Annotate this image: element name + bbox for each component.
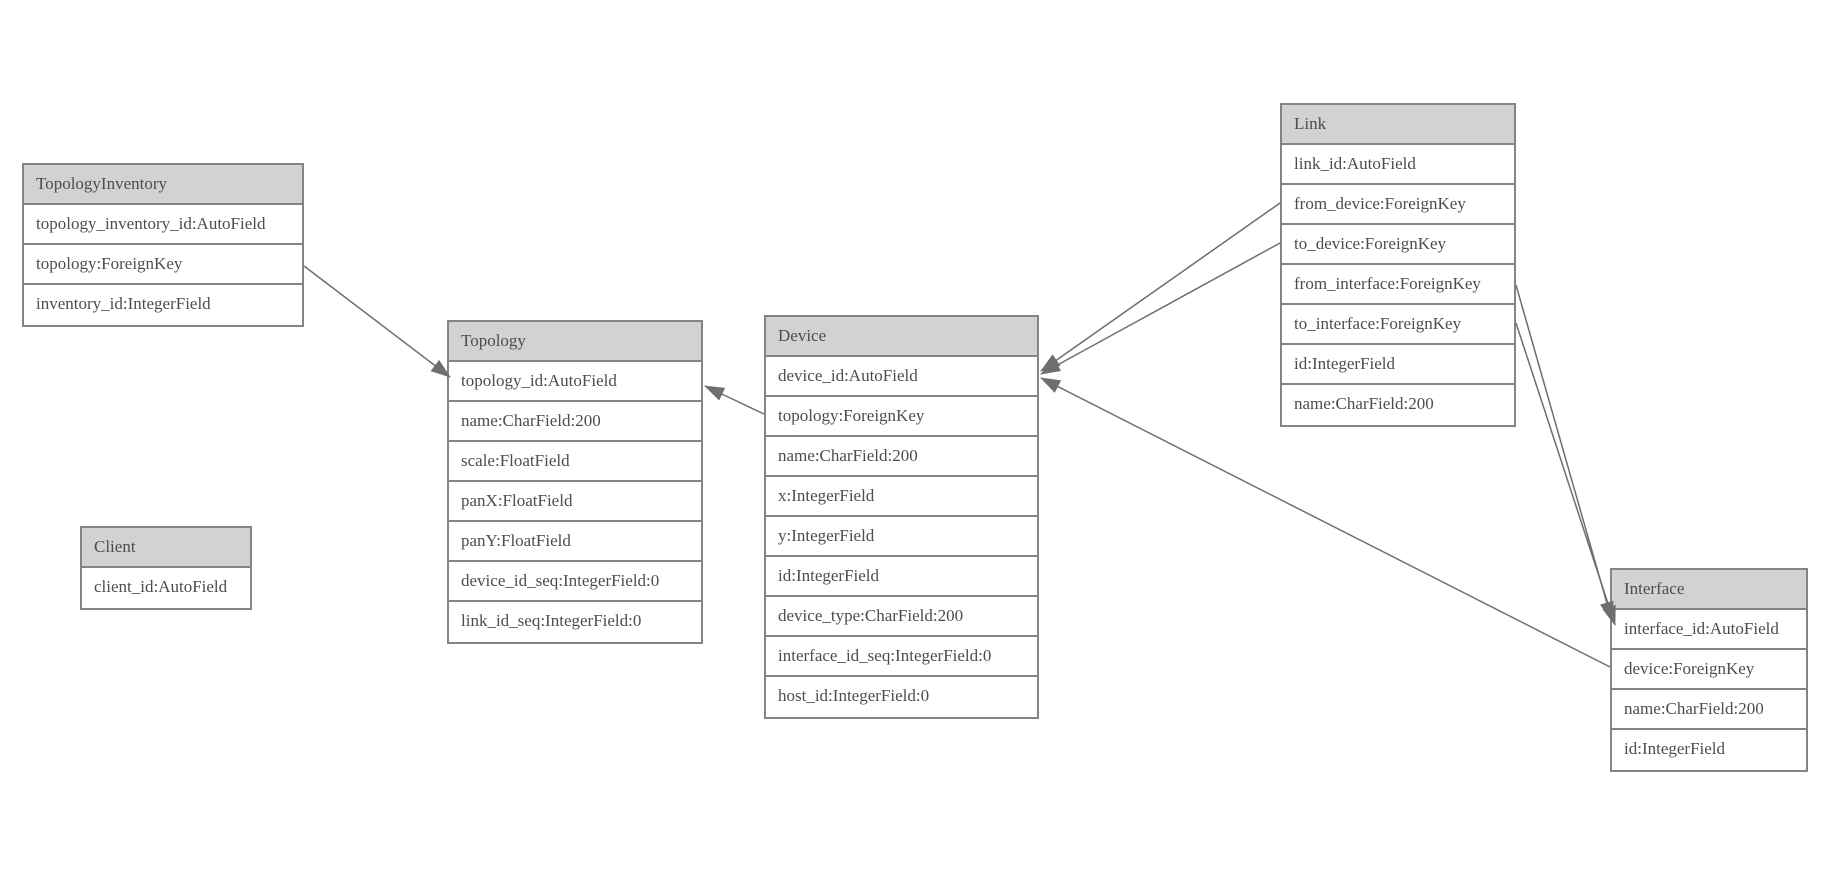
relation-device-topology [704, 385, 765, 415]
entity-field-topology-4: panY:FloatField [449, 522, 701, 562]
entity-field-interface-0: interface_id:AutoField [1612, 610, 1806, 650]
entity-field-device-0: device_id:AutoField [766, 357, 1037, 397]
entity-field-device-6: device_type:CharField:200 [766, 597, 1037, 637]
relation-topologyinventory-topology [303, 265, 451, 378]
entity-field-link-0: link_id:AutoField [1282, 145, 1514, 185]
entity-field-device-2: name:CharField:200 [766, 437, 1037, 477]
entity-field-topology-6: link_id_seq:IntegerField:0 [461, 611, 642, 630]
entity-field-link-4: to_interface:ForeignKey [1282, 305, 1514, 345]
entity-field-topologyinventory-1: topology:ForeignKey [24, 245, 302, 285]
entity-field-link-3: from_interface:ForeignKey [1282, 265, 1514, 305]
entity-field-link-1: from_device:ForeignKey [1282, 185, 1514, 225]
entity-title-client: Client [82, 528, 250, 568]
entity-title-topologyinventory: TopologyInventory [24, 165, 302, 205]
entity-field-topologyinventory-0: topology_inventory_id:AutoField [24, 205, 302, 245]
relation-link-from-interface [1515, 284, 1614, 622]
entity-title-device: Device [766, 317, 1037, 357]
entity-field-topology-3: panX:FloatField [449, 482, 701, 522]
entity-client[interactable]: Client client_id:AutoField [80, 526, 252, 610]
relation-link-from-device [1040, 202, 1281, 372]
entity-field-device-3: x:IntegerField [766, 477, 1037, 517]
relation-link-to-interface [1515, 322, 1616, 626]
entity-field-client-0: client_id:AutoField [94, 577, 228, 596]
entity-field-topology-0: topology_id:AutoField [449, 362, 701, 402]
entity-field-topology-5: device_id_seq:IntegerField:0 [449, 562, 701, 602]
entity-field-link-6: name:CharField:200 [1294, 394, 1434, 413]
entity-field-device-4: y:IntegerField [766, 517, 1037, 557]
entity-field-interface-3: id:IntegerField [1624, 739, 1726, 758]
entity-field-device-1: topology:ForeignKey [766, 397, 1037, 437]
entity-field-device-7: interface_id_seq:IntegerField:0 [766, 637, 1037, 677]
entity-field-topology-2: scale:FloatField [449, 442, 701, 482]
entity-field-interface-1: device:ForeignKey [1612, 650, 1806, 690]
entity-field-topologyinventory-2: inventory_id:IntegerField [36, 294, 211, 313]
entity-title-interface: Interface [1612, 570, 1806, 610]
relation-link-to-device [1040, 242, 1281, 375]
entity-title-topology: Topology [449, 322, 701, 362]
entity-field-topology-1: name:CharField:200 [449, 402, 701, 442]
entity-field-device-5: id:IntegerField [766, 557, 1037, 597]
entity-field-interface-2: name:CharField:200 [1612, 690, 1806, 730]
entity-field-link-2: to_device:ForeignKey [1282, 225, 1514, 265]
entity-field-device-8: host_id:IntegerField:0 [778, 686, 930, 705]
entity-field-link-5: id:IntegerField [1282, 345, 1514, 385]
entity-title-link: Link [1282, 105, 1514, 145]
